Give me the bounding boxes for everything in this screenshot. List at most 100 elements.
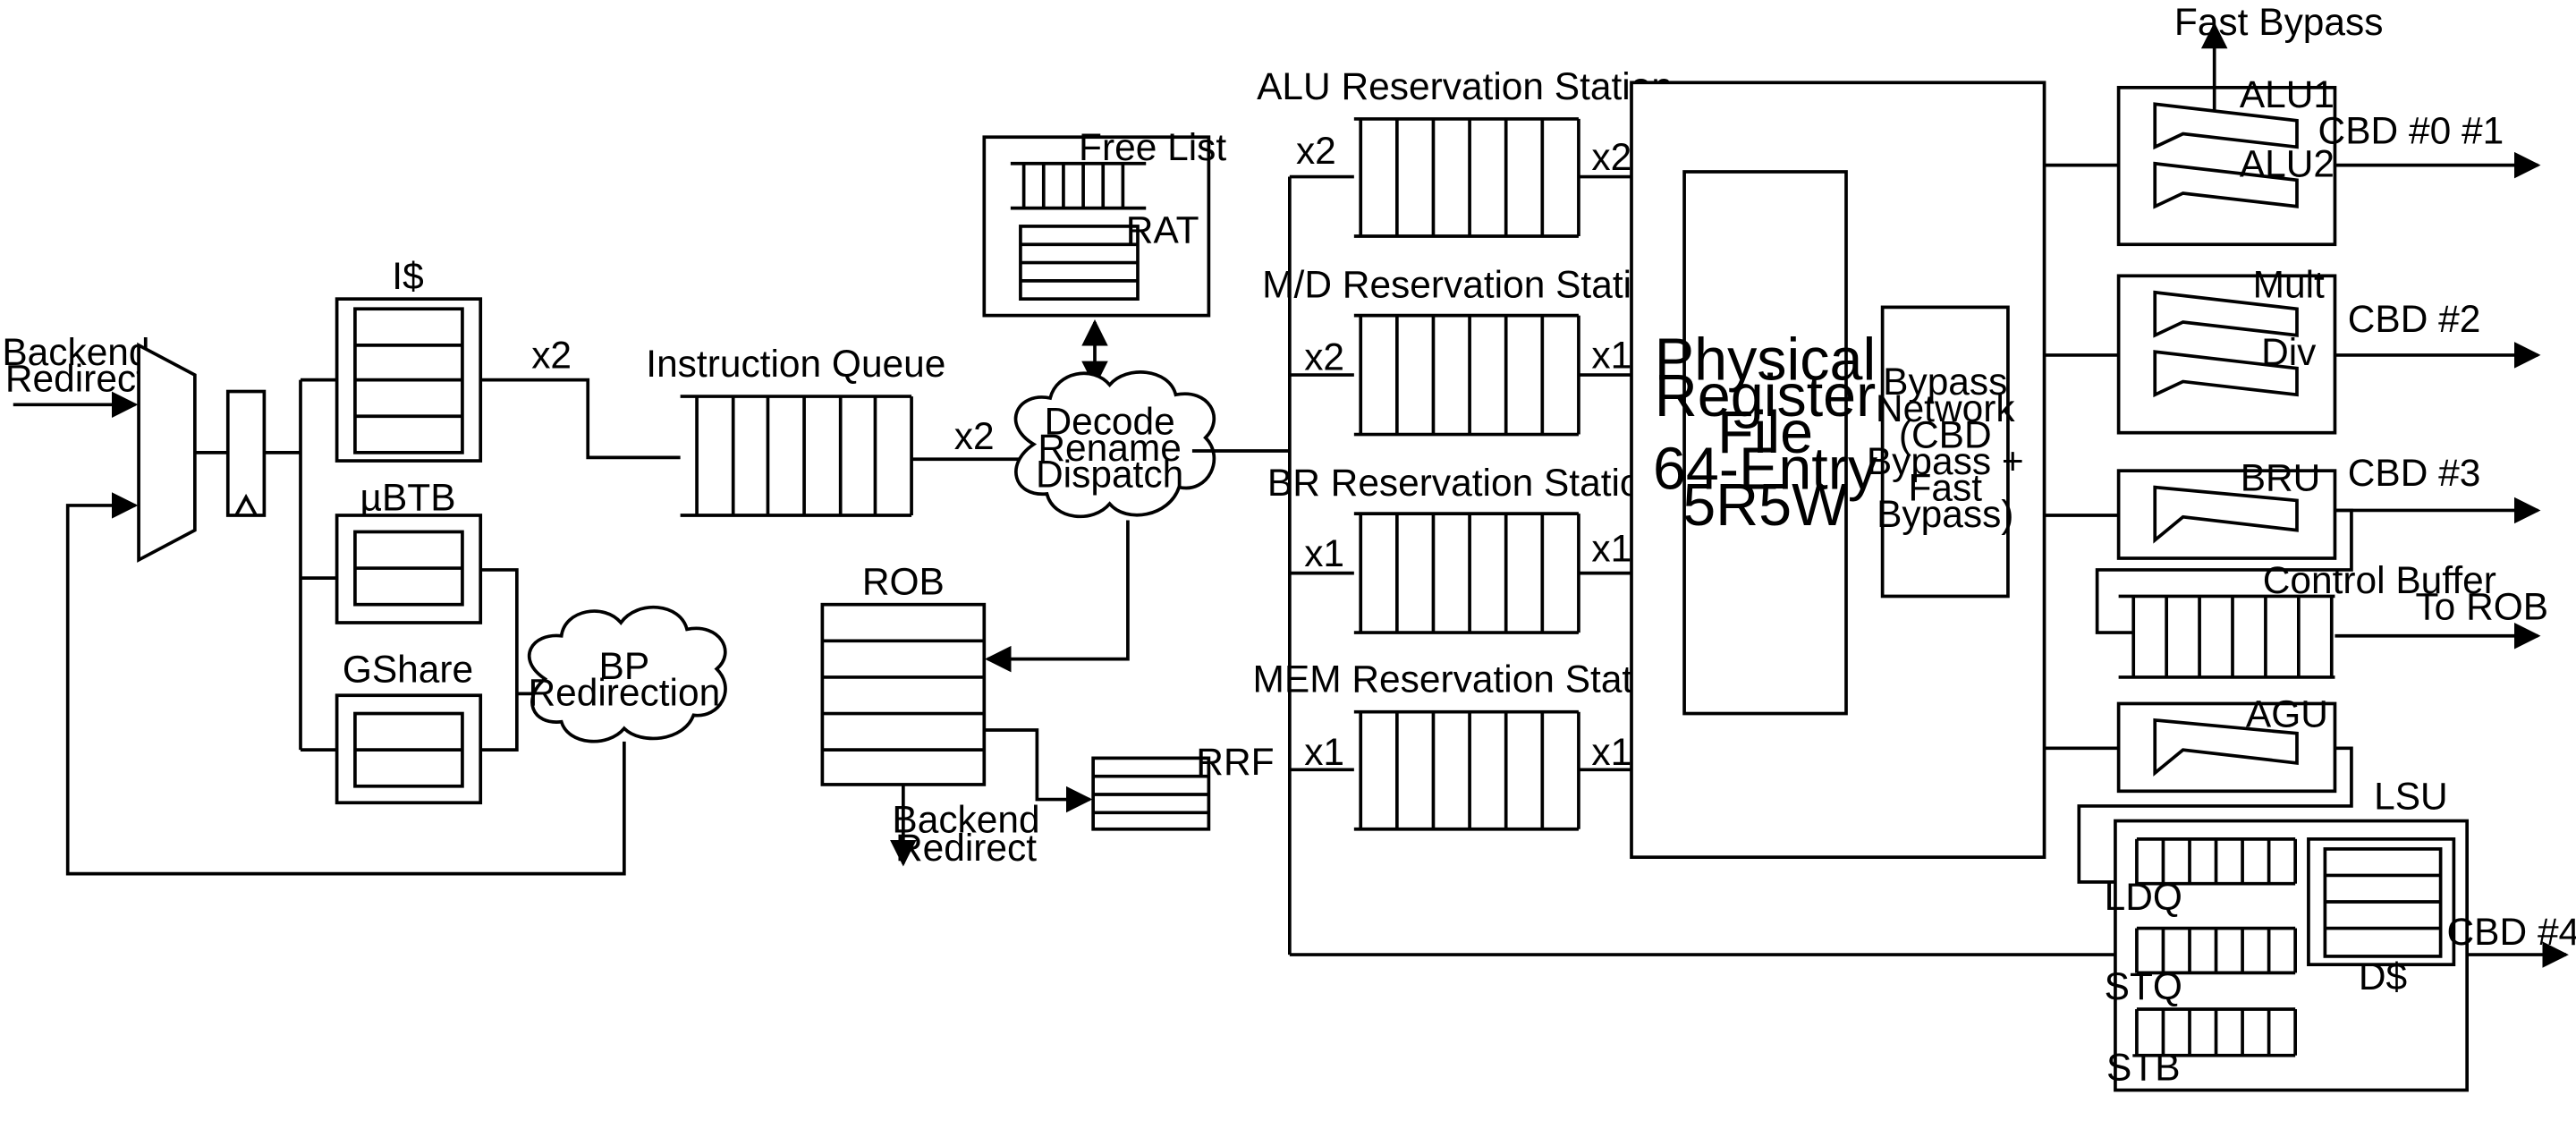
- dcache-label: D$: [2359, 955, 2407, 998]
- bru-symbol: [2153, 485, 2299, 544]
- cbd-3-label: CBD #3: [2348, 452, 2481, 494]
- cbd-01-label: CBD #0 #1: [2318, 110, 2504, 152]
- rrf-label: RRF: [1196, 741, 1274, 783]
- svg-text:5R5W: 5R5W: [1682, 472, 1848, 539]
- bypass-network-label: Bypass Network (CBD Bypass + Fast Bypass…: [1867, 361, 2024, 535]
- rob-to-rrf-wire: [984, 728, 1093, 813]
- svg-text:Physical: Physical: [1655, 327, 1876, 394]
- svg-text:Bypass +: Bypass +: [1867, 440, 2024, 482]
- lsu-label: LSU: [2374, 776, 2448, 818]
- alu2-symbol: [2153, 161, 2299, 209]
- icache-block: [335, 297, 483, 463]
- div-symbol: [2153, 350, 2299, 398]
- bp-redirection-label-1: BP: [599, 645, 650, 687]
- mem-reservation-station: [1353, 709, 1580, 831]
- svg-text:Backend: Backend: [2, 331, 149, 373]
- pc-register: [225, 389, 267, 517]
- svg-text:64-Entry: 64-Entry: [1653, 436, 1878, 502]
- bp-feedback-wire: [65, 492, 626, 876]
- mult-label: Mult: [2253, 263, 2325, 305]
- fetch-width-label: x2: [531, 335, 572, 377]
- svg-text:Bypass: Bypass: [1883, 361, 2007, 403]
- instruction-queue: [680, 395, 913, 517]
- alu2-label: ALU2: [2240, 143, 2334, 185]
- decode-rename-dispatch-cloud: [1013, 370, 1216, 519]
- physical-register-file: [1682, 170, 1848, 716]
- alu-rs-label: ALU Reservation Station: [1257, 65, 1673, 107]
- gshare-block: [335, 693, 483, 805]
- alu-rs-out-width: x2: [1591, 136, 1631, 178]
- fast-bypass-label: Fast Bypass: [2174, 1, 2384, 43]
- cbd-4-label: CBD #4: [2447, 911, 2576, 953]
- br-rs-in-width: x1: [1304, 532, 1344, 574]
- icache-to-iq-wire: [480, 378, 681, 460]
- control-buffer-label: Control Buffer: [2263, 559, 2496, 601]
- alu1-symbol: [2153, 102, 2299, 150]
- agu-to-lsu-wire: [2077, 746, 2353, 884]
- predictor-merge-wire: [480, 568, 519, 752]
- md-rs-out-width: x1: [1591, 335, 1631, 377]
- decode-label-3: Dispatch: [1036, 454, 1183, 496]
- decode-label-1: Decode: [1044, 401, 1174, 443]
- data-cache: [2307, 837, 2456, 966]
- rob-table: [820, 602, 987, 786]
- bp-redirection-label-2: Redirection: [528, 671, 720, 713]
- alu-reservation-station: [1353, 117, 1580, 238]
- mem-rs-in-width: x1: [1304, 731, 1344, 773]
- svg-text:(CBD: (CBD: [1899, 413, 1992, 455]
- br-rs-label: BR Reservation Station: [1267, 462, 1662, 504]
- md-rs-in-width: x2: [1304, 336, 1344, 378]
- agu-symbol: [2153, 718, 2299, 777]
- gshare-label: GShare: [343, 648, 473, 690]
- store-queue: [2135, 926, 2297, 975]
- cbd-2-label: CBD #2: [2348, 298, 2481, 340]
- md-rs-label: M/D Reservation Station: [1262, 263, 1674, 305]
- svg-text:Network: Network: [1876, 387, 2015, 429]
- fetch-mux: [137, 342, 197, 563]
- rob-label: ROB: [862, 561, 945, 603]
- svg-text:File: File: [1717, 400, 1813, 466]
- div-label: Div: [2261, 331, 2317, 373]
- svg-text:Bypass): Bypass): [1877, 493, 2013, 535]
- rat-table: [1019, 225, 1140, 301]
- mem-rs-out-width: x1: [1591, 731, 1631, 773]
- bru-to-control-buffer-wire: [2095, 508, 2353, 634]
- bp-redirection-cloud: [527, 605, 727, 743]
- ubtb-label: µBTB: [360, 476, 455, 518]
- backend-redirect-out-label-2: Redirect: [895, 827, 1037, 869]
- stq-label: STQ: [2105, 965, 2182, 1007]
- rat-label: RAT: [1126, 208, 1199, 251]
- agu-label: AGU: [2246, 692, 2328, 735]
- stb-label: STB: [2106, 1046, 2181, 1088]
- load-queue: [2135, 837, 2297, 886]
- alu1-label: ALU1: [2240, 73, 2334, 115]
- bru-label: BRU: [2241, 456, 2321, 498]
- decode-to-rob-wire: [985, 520, 1130, 673]
- icache-label: I$: [392, 255, 423, 297]
- br-rs-out-width: x1: [1591, 528, 1631, 570]
- free-list-label: Free List: [1079, 126, 1226, 168]
- free-list: [1010, 161, 1147, 210]
- decode-label-2: Rename: [1038, 427, 1181, 469]
- svg-text:Register: Register: [1655, 363, 1876, 429]
- alu-rs-in-width: x2: [1296, 130, 1336, 172]
- to-rob-label: To ROB: [2415, 585, 2548, 627]
- svg-text:Fast: Fast: [1908, 466, 1982, 508]
- backend-redirect-out-label-1: Backend: [892, 798, 1039, 840]
- mult-symbol: [2153, 290, 2299, 338]
- rrf-table: [1091, 756, 1211, 831]
- ubtb-block: [335, 514, 483, 624]
- br-reservation-station: [1353, 512, 1580, 634]
- ldq-label: LDQ: [2105, 876, 2182, 918]
- md-reservation-station: [1353, 313, 1580, 437]
- store-buffer: [2135, 1007, 2297, 1057]
- prf-label: Physical Register File 64-Entry 5R5W: [1653, 327, 1878, 539]
- control-buffer: [2118, 594, 2335, 679]
- instruction-queue-label: Instruction Queue: [646, 343, 945, 385]
- backend-redirect-input-label: Backend Redirect: [2, 331, 149, 400]
- bypass-network: [1880, 305, 2010, 599]
- mem-rs-label: MEM Reservation Station: [1253, 658, 1683, 701]
- svg-text:Redirect: Redirect: [5, 358, 147, 400]
- iq-width-label: x2: [954, 415, 995, 457]
